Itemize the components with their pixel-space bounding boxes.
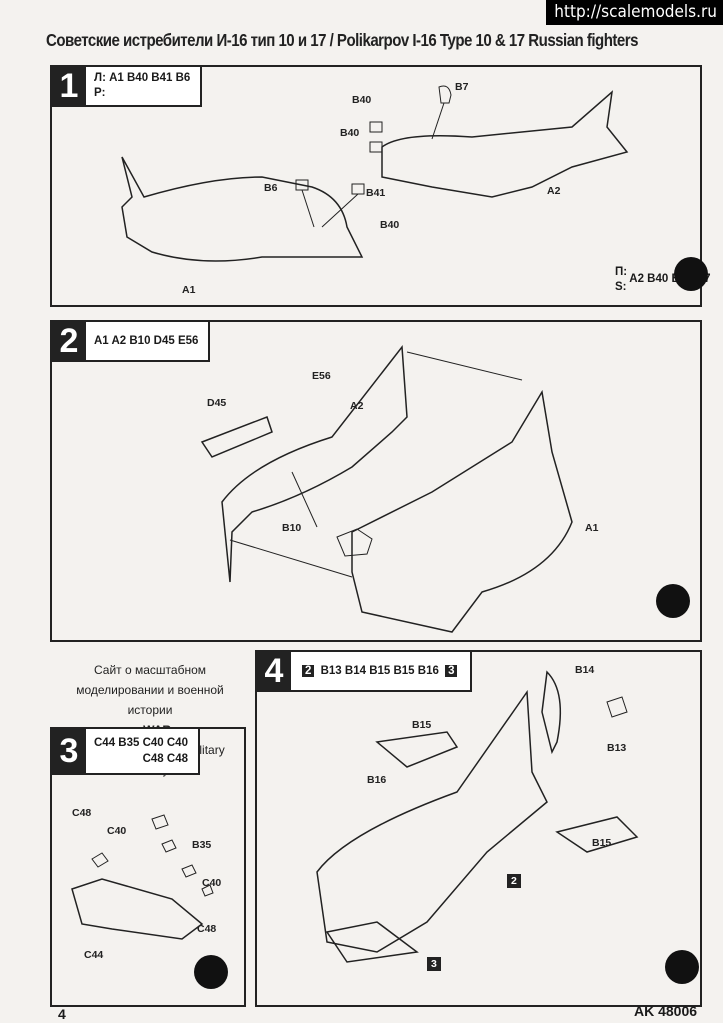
step-reference: 3 (445, 665, 458, 677)
part-label: C44 (84, 949, 104, 961)
part-label: B15 (592, 837, 612, 849)
part-label: B15 (412, 719, 432, 731)
part-label: B40 (340, 127, 360, 139)
watermark: http://scalemodels.ru (546, 0, 723, 25)
step-callout-2: 2 (507, 874, 521, 888)
part-label: A1 (585, 522, 599, 534)
step-number: 1 (52, 67, 86, 105)
page-number: 4 (58, 1006, 66, 1022)
right-label: P: (94, 87, 106, 99)
part-label: C48 (72, 807, 92, 819)
step-2-header: 2 A1 A2 B10 D45 E56 (50, 320, 211, 362)
page-title: Советские истребители И-16 тип 10 и 17 /… (46, 30, 638, 50)
step-callout-3: 3 (427, 957, 441, 971)
left-parts: A1 B40 B41 B6 (109, 72, 191, 84)
step-4-header: 4 2 B13 B14 B15 B15 B16 3 (255, 650, 473, 692)
product-code: AK 48006 (634, 1003, 698, 1019)
step-marker-dot (674, 257, 708, 291)
step-number: 2 (52, 322, 86, 360)
part-label: B6 (264, 182, 278, 194)
step-1-header: 1 Л: A1 B40 B41 B6 P: (50, 65, 203, 107)
parts-list: C48 C48 (142, 753, 188, 765)
part-label: C40 (202, 877, 222, 889)
step-1-drawing (121, 85, 629, 262)
step-marker-dot (656, 584, 690, 618)
step-number: 4 (257, 652, 291, 690)
step-reference: 2 (302, 665, 315, 677)
part-label: E56 (312, 370, 331, 382)
part-label: B13 (607, 742, 627, 754)
part-label: B10 (282, 522, 302, 534)
part-label: B7 (455, 81, 469, 93)
step-2-drawing (200, 344, 573, 633)
part-label: B16 (367, 774, 387, 786)
part-label: B41 (366, 187, 386, 199)
parts-list: A1 A2 B10 D45 E56 (94, 335, 199, 347)
part-label: C40 (107, 825, 127, 837)
part-label: B14 (575, 664, 595, 676)
left-label: Л: (94, 72, 106, 84)
part-label: D45 (207, 397, 227, 409)
part-label: A1 (182, 284, 196, 296)
part-label: B40 (380, 219, 400, 231)
parts-list: B13 B14 B15 B15 B16 (320, 665, 439, 677)
parts-list: C44 B35 C40 C40 (94, 737, 188, 749)
step-marker-dot (194, 955, 228, 989)
step-4-panel: 4 2 B13 B14 B15 B15 B16 3 B14 B15 B13 B1… (255, 650, 702, 1007)
step-3-panel: 3 C44 B35 C40 C40 C48 C48 C48 C40 B35 C4… (50, 727, 246, 1007)
step-1-panel: 1 Л: A1 B40 B41 B6 P: B40 B7 B40 A2 B6 B… (50, 65, 710, 307)
part-label: C48 (197, 923, 217, 935)
part-label: B35 (192, 839, 212, 851)
part-label: A2 (547, 185, 561, 197)
part-label: A2 (350, 400, 364, 412)
part-label: B40 (352, 94, 372, 106)
step-2-panel: 2 A1 A2 B10 D45 E56 E56 D45 A2 B10 A1 (50, 320, 702, 642)
step-4-drawing (316, 670, 639, 963)
step-3-header: 3 C44 B35 C40 C40 C48 C48 (50, 727, 200, 775)
step-3-drawing (71, 814, 214, 940)
step-marker-dot (665, 950, 699, 984)
step-number: 3 (52, 729, 86, 773)
